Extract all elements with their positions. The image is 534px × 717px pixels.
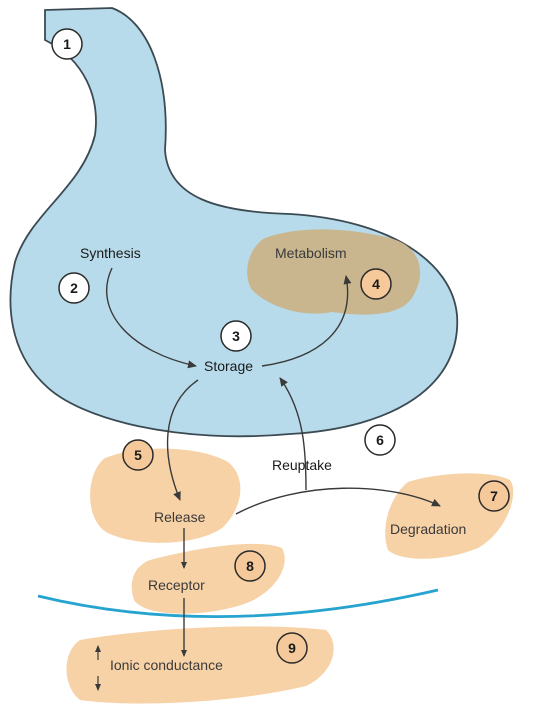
svg-text:9: 9 [288,640,296,656]
step-5-marker: 5 [123,440,153,470]
svg-text:7: 7 [490,488,498,504]
receptor-label: Receptor [148,577,205,593]
release-region [90,449,240,543]
step-6-marker: 6 [365,425,395,455]
step-9-marker: 9 [277,633,307,663]
storage-label: Storage [204,358,253,374]
step-8-marker: 8 [235,551,265,581]
synthesis-label: Synthesis [80,245,141,261]
svg-text:5: 5 [134,447,142,463]
svg-text:2: 2 [70,280,78,296]
ionic-conductance-label: Ionic conductance [110,657,223,673]
svg-text:4: 4 [372,276,380,292]
step-1-marker: 1 [52,29,82,59]
reuptake-label: Reuptake [272,457,332,473]
step-4-marker: 4 [361,269,391,299]
step-7-marker: 7 [479,481,509,511]
release-label: Release [154,509,206,525]
degradation-label: Degradation [390,521,466,537]
step-3-marker: 3 [221,321,251,351]
metabolism-region [247,229,420,314]
svg-text:8: 8 [246,558,254,574]
metabolism-label: Metabolism [275,245,347,261]
svg-text:6: 6 [376,432,384,448]
step-2-marker: 2 [59,273,89,303]
svg-text:1: 1 [63,36,71,52]
svg-text:3: 3 [232,328,240,344]
